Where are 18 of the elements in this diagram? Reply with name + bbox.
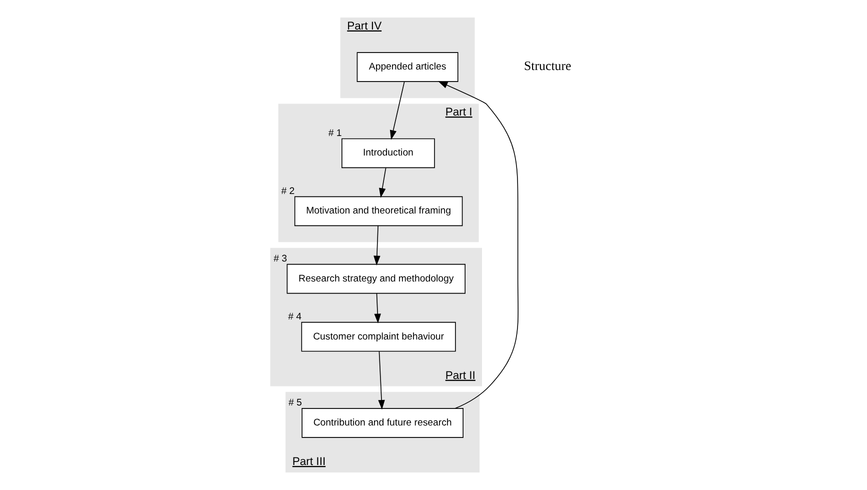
arrow <box>390 81 405 140</box>
node-label: # 5 <box>288 398 302 409</box>
node-box: Research strategy and methodology <box>286 264 466 294</box>
arrow <box>379 168 386 198</box>
arrow <box>378 351 385 410</box>
node-box: Appended articles <box>356 52 458 82</box>
node-label: # 2 <box>281 186 295 197</box>
arrow <box>374 226 380 266</box>
node-text: Structure <box>524 59 572 74</box>
node-label: # 1 <box>328 128 342 139</box>
node-box: Contribution and future research <box>302 408 464 438</box>
node-box: Customer complaint behaviour <box>301 322 456 352</box>
arrow <box>374 293 381 324</box>
node-box: Introduction <box>342 138 435 168</box>
arrow <box>438 81 519 409</box>
node-box: Motivation and theoretical framing <box>294 196 463 226</box>
node-label: # 4 <box>288 312 302 323</box>
node-label: # 3 <box>274 254 288 265</box>
